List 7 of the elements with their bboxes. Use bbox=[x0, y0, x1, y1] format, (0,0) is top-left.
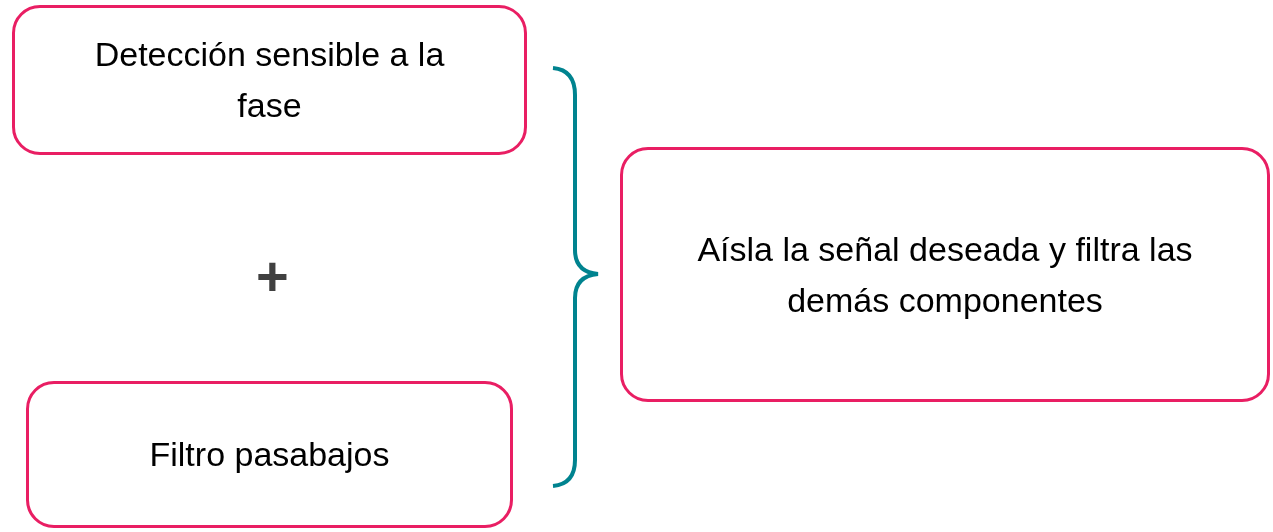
process-box bbox=[26, 381, 513, 528]
box-text: Detección sensible a la fase bbox=[93, 34, 446, 126]
process-box bbox=[620, 147, 1270, 402]
process-box bbox=[12, 5, 527, 155]
plus-sign: + bbox=[256, 248, 289, 304]
box-text: Aísla la señal deseada y filtra las demás componentes bbox=[696, 228, 1194, 321]
box-text: Filtro pasabajos bbox=[149, 434, 390, 475]
